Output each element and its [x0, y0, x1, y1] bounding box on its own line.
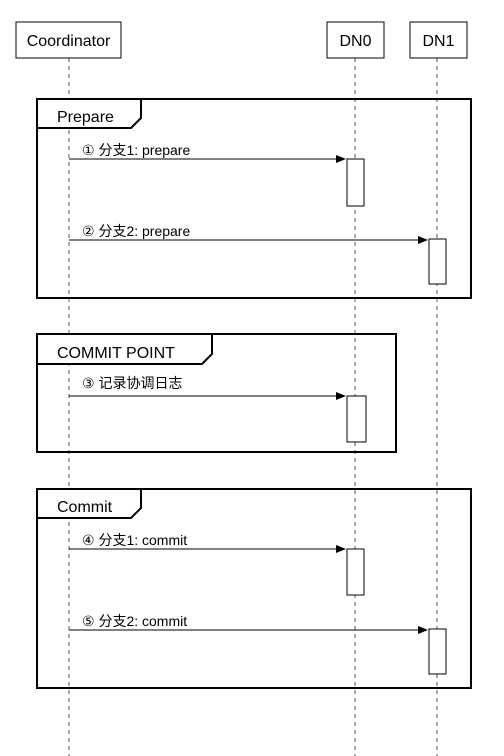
- message-1-label: ① 分支1: prepare: [82, 142, 190, 158]
- fragment-prepare: Prepare: [36, 98, 472, 299]
- message-1: ① 分支1: prepare: [69, 142, 346, 163]
- message-3: ③ 记录协调日志: [69, 375, 346, 400]
- activation-dn0-commit-point: [346, 395, 367, 443]
- participant-coordinator: Coordinator: [15, 21, 122, 59]
- message-4-label: ④ 分支1: commit: [82, 532, 187, 548]
- message-5: ⑤ 分支2: commit: [69, 613, 428, 634]
- participant-dn0: DN0: [326, 21, 385, 59]
- fragment-commit: Commit: [36, 488, 472, 689]
- message-2: ② 分支2: prepare: [69, 223, 428, 244]
- activation-dn0-commit: [346, 548, 365, 596]
- participant-dn0-label: DN0: [339, 33, 371, 50]
- fragment-prepare-label: Prepare: [57, 109, 114, 126]
- activation-dn1-prepare: [428, 238, 447, 285]
- fragment-commit-point: COMMIT POINT: [36, 333, 397, 453]
- message-2-label: ② 分支2: prepare: [82, 223, 190, 239]
- participant-coordinator-label: Coordinator: [27, 33, 111, 50]
- participant-dn1-label: DN1: [422, 33, 454, 50]
- message-5-label: ⑤ 分支2: commit: [82, 613, 187, 629]
- activation-dn0-prepare: [346, 158, 365, 207]
- fragment-commit-point-label: COMMIT POINT: [57, 345, 175, 362]
- message-3-label: ③ 记录协调日志: [82, 375, 182, 391]
- participant-dn1: DN1: [409, 21, 468, 59]
- activation-dn1-commit: [428, 628, 447, 675]
- fragment-commit-label: Commit: [57, 499, 113, 516]
- message-4: ④ 分支1: commit: [69, 532, 346, 553]
